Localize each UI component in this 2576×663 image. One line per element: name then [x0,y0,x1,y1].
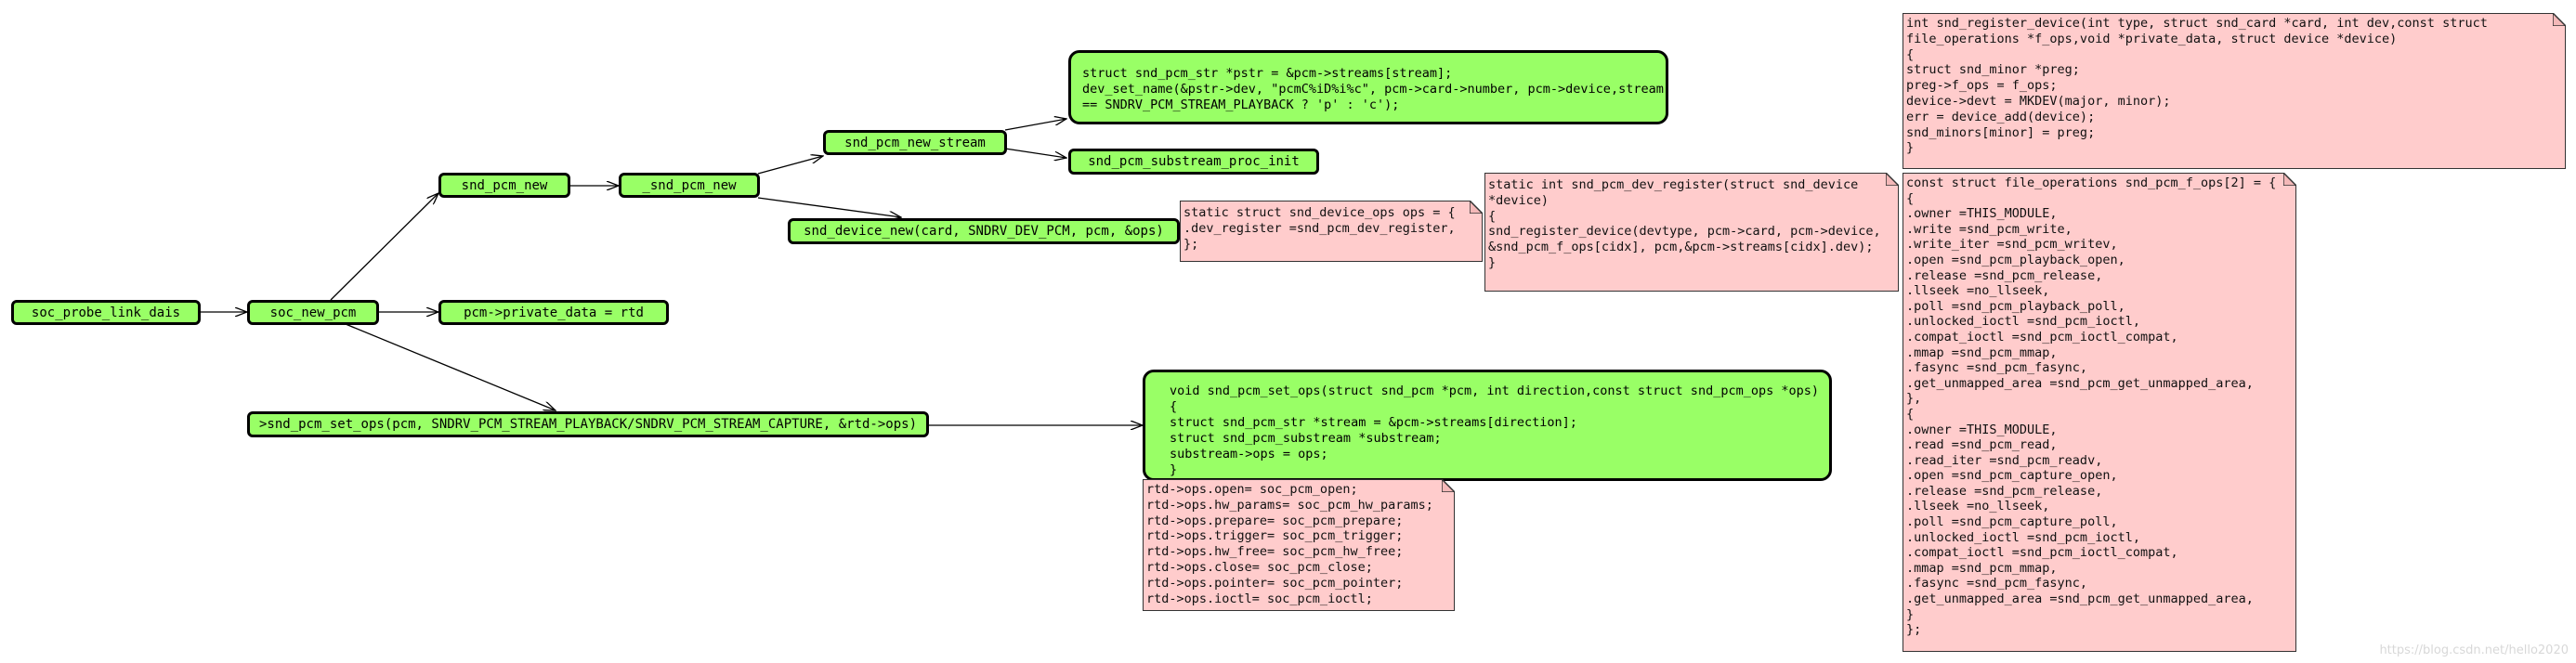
note-snd-register-device: int snd_register_device(int type, struct… [1903,13,2566,169]
node-private-data[interactable]: pcm->private_data = rtd [438,300,669,325]
note-rtd-ops: rtd->ops.open= soc_pcm_open; rtd->ops.hw… [1143,479,1455,611]
node-snd-pcm-new[interactable]: snd_pcm_new [438,173,570,198]
code-block-snd-pcm-set-ops[interactable]: void snd_pcm_set_ops(struct snd_pcm *pcm… [1143,370,1832,481]
edge-new-stream-to-proc-init [1004,148,1066,158]
node-snd-pcm-set-ops-call[interactable]: >snd_pcm_set_ops(pcm, SNDRV_PCM_STREAM_P… [247,411,929,437]
note-snd-pcm-dev-register: static int snd_pcm_dev_register(struct s… [1484,173,1899,292]
node-snd-device-new[interactable]: snd_device_new(card, SNDRV_DEV_PCM, pcm,… [788,218,1180,244]
node-snd-pcm-new-stream[interactable]: snd_pcm_new_stream [823,130,1007,155]
note-snd-device-ops: static struct snd_device_ops ops = { .de… [1180,201,1483,262]
edge-underscore-new-to-device-new [757,197,901,217]
node-soc-new-pcm[interactable]: soc_new_pcm [247,300,379,325]
edge-new-pcm-to-set-ops-call [345,323,556,410]
node-soc-probe-link-dais[interactable]: soc_probe_link_dais [11,300,201,325]
node-snd-pcm-substream-proc-init[interactable]: snd_pcm_substream_proc_init [1068,149,1319,175]
code-block-pcm-str[interactable]: struct snd_pcm_str *pstr = &pcm->streams… [1068,50,1668,124]
note-snd-pcm-f-ops: const struct file_operations snd_pcm_f_o… [1903,173,2296,652]
watermark: https://blog.csdn.net/hello2020 [2379,644,2569,657]
edge-new-pcm-to-snd-pcm-new [330,193,438,301]
edge-underscore-new-to-new-stream [757,156,823,175]
node-underscore-snd-pcm-new[interactable]: _snd_pcm_new [619,173,760,198]
edge-new-stream-to-pcm-str [1004,119,1066,131]
